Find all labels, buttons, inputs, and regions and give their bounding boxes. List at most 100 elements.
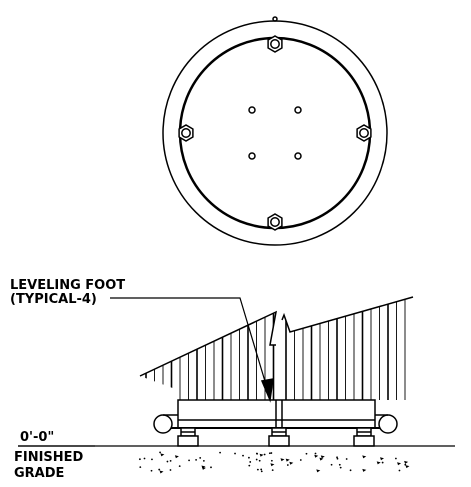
aggregate-dot	[260, 470, 263, 473]
aggregate-dot	[255, 452, 258, 455]
hex-nut-bore	[359, 128, 369, 138]
aggregate-mark	[159, 470, 164, 474]
leveling-foot-leader	[110, 297, 271, 399]
elevation-label: 0'-0"	[20, 430, 54, 445]
plan-view	[162, 16, 388, 246]
aggregate-dot	[345, 458, 348, 460]
aggregate-dot	[166, 460, 169, 463]
finished-grade-label-line2: GRADE	[14, 466, 64, 481]
leveling-foot-arrowhead	[260, 378, 274, 403]
aggregate-dot	[219, 451, 221, 454]
aggregate-dot	[151, 458, 153, 461]
aggregate-dot	[305, 452, 308, 455]
aggregate-dot	[249, 461, 252, 463]
cylinder-hatching-right	[285, 297, 406, 400]
aggregate-mark	[362, 468, 367, 472]
aggregate-mark	[362, 455, 367, 459]
finished-grade-label-line1: FINISHED	[14, 450, 84, 465]
aggregate-dot	[330, 463, 333, 466]
plan-foot-nut	[356, 124, 372, 142]
leveling-foot-label-line2: (TYPICAL-4)	[10, 292, 97, 307]
inner-disc	[178, 36, 372, 230]
aggregate-dot	[138, 458, 141, 461]
aggregate-dot	[299, 459, 302, 461]
elevation-foot	[268, 427, 290, 447]
aggregate-dot	[195, 458, 197, 461]
aggregate-dot	[263, 453, 266, 456]
aggregate-mark	[316, 469, 321, 473]
aggregate-mark	[376, 461, 381, 465]
aggregate-dot	[202, 459, 205, 462]
bolt-hole	[248, 152, 256, 160]
concrete-stipple	[138, 451, 410, 474]
center-bolt-holes	[248, 106, 302, 160]
bolt-hole	[248, 106, 256, 114]
aggregate-dot	[314, 452, 317, 455]
aggregate-dot	[169, 459, 172, 462]
aggregate-dot	[270, 459, 273, 462]
bolt-hole	[294, 152, 302, 160]
aggregate-dot	[255, 458, 258, 461]
aggregate-dot	[336, 457, 339, 460]
aggregate-mark	[270, 463, 275, 467]
plan-foot-nut	[267, 213, 283, 231]
aggregate-mark	[174, 455, 179, 459]
aggregate-dot	[159, 451, 161, 454]
aggregate-mark	[314, 454, 319, 458]
hex-nut-bore	[270, 217, 280, 227]
aggregate-mark	[285, 458, 290, 462]
elevation-view	[18, 296, 455, 474]
leveling-foot-label-line1: LEVELING FOOT	[10, 278, 125, 293]
hex-nut-outline	[267, 35, 283, 53]
foot-pad	[177, 435, 199, 447]
aggregate-mark	[280, 458, 285, 462]
aggregate-dot	[338, 463, 341, 466]
aggregate-dot	[339, 466, 342, 469]
aggregate-mark	[404, 460, 409, 464]
top-marker-hole	[272, 16, 278, 22]
plan-foot-nut	[267, 35, 283, 53]
aggregate-dot	[158, 468, 161, 471]
aggregate-dot	[242, 454, 244, 457]
aggregate-dot	[394, 457, 397, 460]
aggregate-mark	[201, 466, 206, 470]
foot-pad	[268, 435, 290, 447]
aggregate-dot	[258, 459, 261, 462]
aggregate-dot	[139, 466, 142, 469]
bolt-hole	[294, 106, 302, 114]
plan-leveling-feet	[178, 35, 372, 231]
hex-nut-bore	[270, 39, 280, 49]
aggregate-dot	[398, 469, 401, 472]
right-roller	[378, 414, 398, 434]
plan-foot-nut	[178, 124, 194, 142]
aggregate-dot	[143, 457, 146, 460]
elevation-leveling-feet	[177, 427, 375, 447]
aggregate-dot	[150, 469, 153, 472]
hex-nut-bore	[181, 128, 191, 138]
aggregate-mark	[160, 453, 165, 457]
aggregate-dot	[271, 469, 274, 472]
aggregate-mark	[259, 453, 264, 457]
top-outline-right	[281, 296, 414, 333]
aggregate-dot	[210, 466, 212, 469]
outer-ring	[162, 20, 388, 246]
aggregate-mark	[289, 461, 294, 465]
aggregate-mark	[397, 462, 402, 466]
aggregate-dot	[178, 465, 181, 468]
foot-pad	[353, 435, 375, 447]
aggregate-dot	[286, 464, 289, 466]
aggregate-mark	[405, 465, 410, 469]
hex-nut-outline	[267, 213, 283, 231]
hex-nut-outline	[178, 124, 194, 142]
left-roller	[153, 414, 173, 434]
aggregate-dot	[234, 452, 236, 455]
aggregate-dot	[349, 469, 352, 472]
aggregate-dot	[336, 456, 338, 459]
aggregate-dot	[169, 469, 172, 471]
aggregate-dot	[199, 457, 202, 459]
aggregate-mark	[379, 457, 384, 461]
aggregate-mark	[319, 457, 324, 461]
aggregate-dot	[270, 452, 273, 454]
elevation-foot	[177, 427, 199, 447]
